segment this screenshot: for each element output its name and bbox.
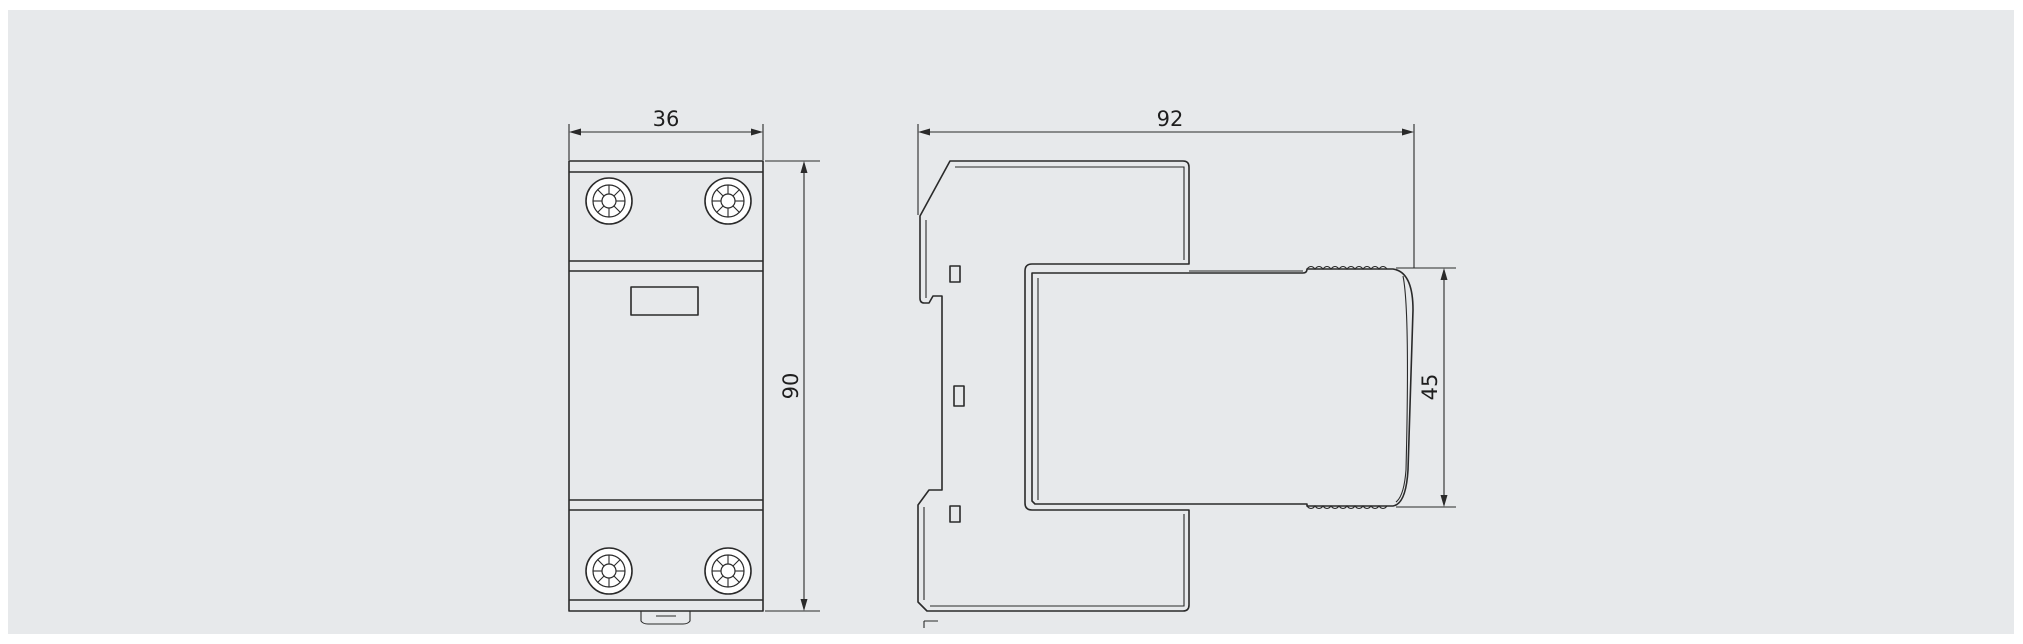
terminal-screw-icon: [704, 177, 752, 225]
side-latch-middle: [953, 385, 965, 407]
side-module-front-curve: [1395, 275, 1409, 503]
terminal-screw-icon: [704, 547, 752, 595]
terminal-screw-icon: [585, 177, 633, 225]
side-latch-upper: [949, 265, 961, 283]
side-depth-label: 92: [1157, 107, 1184, 131]
dimension-side-front-height: 45: [1396, 267, 1456, 508]
side-module-grip-top: [1306, 265, 1388, 270]
dimension-front-width: 36: [568, 107, 764, 160]
side-housing-inner-top: [955, 166, 1185, 260]
status-window: [630, 286, 699, 316]
front-height-label: 90: [779, 373, 803, 400]
drawing-panel: 36 90: [8, 10, 2014, 634]
front-width-label: 36: [653, 107, 680, 131]
side-view: 92 45: [917, 107, 1456, 628]
side-module-outline: [1031, 268, 1414, 507]
side-latch-lower: [949, 505, 961, 523]
side-housing-inner-bottom: [930, 514, 1185, 607]
front-body-outline: [568, 160, 764, 612]
dimension-front-height: 90: [765, 160, 820, 612]
din-clip-stub: [640, 611, 691, 625]
side-housing-outline: [917, 160, 1190, 612]
terminal-screw-icon: [585, 547, 633, 595]
side-front-height-label: 45: [1418, 374, 1442, 401]
dimension-side-depth: 92: [917, 107, 1415, 268]
side-module-grip-bottom: [1306, 505, 1388, 510]
side-foot-detail: [923, 620, 938, 628]
technical-drawing: 36 90: [568, 107, 1456, 628]
front-view: 36 90: [568, 107, 820, 625]
